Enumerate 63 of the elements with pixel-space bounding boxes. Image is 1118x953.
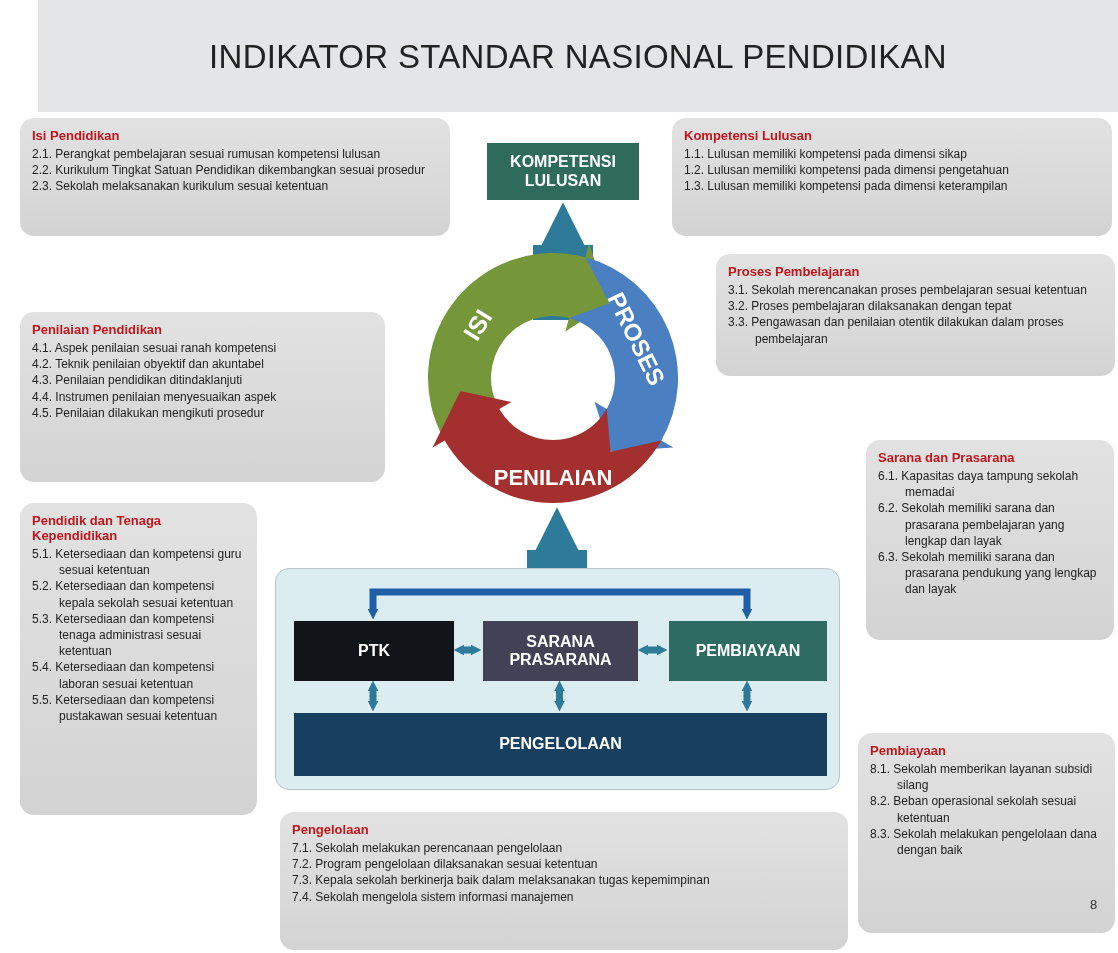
title: INDIKATOR STANDAR NASIONAL PENDIDIKAN — [208, 38, 948, 76]
panel-heading: Pendidik dan Tenaga Kependidikan — [32, 513, 163, 543]
double-arrow — [637, 644, 668, 656]
double-arrow — [741, 680, 753, 712]
category-box: SARANA PRASARANA — [483, 621, 638, 681]
list-item: 8.2. Beban operasional sekolah sesuai ketentuan — [870, 793, 1078, 826]
info-card — [858, 733, 1115, 933]
category-box: PENGELOLAAN — [294, 713, 827, 776]
info-card — [20, 118, 450, 236]
arrow — [527, 507, 587, 568]
info-card — [672, 118, 1112, 236]
list-item: 7.4. Sekolah mengelola sistem informasi manajemen — [292, 888, 575, 905]
panel-heading: Kompetensi Lulusan — [684, 128, 813, 143]
list-item: 2.2. Kurikulum Tingkat Satuan Pendidikan dikembangkan sesuai prosedur — [32, 162, 426, 179]
list-item: 5.3. Ketersediaan dan kompetensi tenaga administrasi sesuai ketentuan — [32, 610, 216, 660]
list-item: 8.3. Sekolah melakukan pengelolaan dana dengan baik — [870, 825, 1098, 859]
category-box: KOMPETENSI LULUSAN — [487, 143, 639, 200]
info-card — [20, 503, 257, 815]
page-number: 8 — [1090, 897, 1098, 912]
list-item: 6.1. Kapasitas daya tampung sekolah memadai — [878, 468, 1080, 501]
list-item: 2.1. Perangkat pembelajaran sesuai rumusan kompetensi lulusan — [32, 146, 382, 163]
list-item: 4.3. Penilaian pendidikan ditindaklanjuti — [32, 372, 244, 389]
panel-heading: Sarana dan Prasarana — [878, 450, 1016, 465]
list-item: 6.3. Sekolah memiliki sarana dan prasarana pendukung yang lengkap dan layak — [878, 548, 1098, 598]
list-item: 7.1. Sekolah melakukan perencanaan pengelolaan — [292, 840, 564, 857]
panel-heading: Pembiayaan — [870, 743, 947, 758]
list-item: 4.1. Aspek penilaian sesuai ranah kompetensi — [32, 340, 278, 357]
info-card — [866, 440, 1114, 640]
list-item: 4.4. Instrumen penilaian menyesuaikan aspek — [32, 388, 278, 405]
cycle-label: PENILAIAN — [493, 465, 613, 491]
list-item: 3.1. Sekolah merencanakan proses pembelajaran sesuai ketentuan — [728, 282, 1088, 299]
panel-heading: Proses Pembelajaran — [728, 264, 861, 279]
support-panel — [275, 568, 840, 790]
arrow — [533, 202, 593, 320]
category-box: PTK — [294, 621, 454, 681]
list-item: 6.2. Sekolah memiliki sarana dan prasarana pembelajaran yang lengkap dan layak — [878, 500, 1066, 549]
info-card — [20, 312, 385, 482]
list-item: 7.2. Program pengelolaan dilaksanakan sesuai ketentuan — [292, 856, 599, 873]
list-item: 3.2. Proses pembelajaran dilaksanakan dengan tepat — [728, 298, 1013, 315]
double-arrow — [453, 644, 482, 656]
list-item: 4.5. Penilaian dilakukan mengikuti prosedur — [32, 404, 266, 421]
category-box: PEMBIAYAAN — [669, 621, 827, 681]
list-item: 5.1. Ketersediaan dan kompetensi guru sesuai ketentuan — [32, 546, 243, 579]
list-item: 5.4. Ketersediaan dan kompetensi laboran sesuai ketentuan — [32, 659, 216, 692]
info-card — [716, 254, 1115, 376]
list-item: 1.1. Lulusan memiliki kompetensi pada dimensi sikap — [684, 146, 968, 163]
double-arrow — [367, 680, 379, 712]
list-item: 8.1. Sekolah memberikan layanan subsidi silang — [870, 761, 1094, 794]
double-arrow — [554, 680, 565, 712]
list-item: 7.3. Kepala sekolah berkinerja baik dalam melaksanakan tugas kepemimpinan — [292, 872, 711, 889]
list-item: 5.2. Ketersediaan dan kompetensi kepala sekolah sesuai ketentuan — [32, 578, 235, 611]
panel-heading: Pengelolaan — [292, 822, 370, 837]
list-item: 1.2. Lulusan memiliki kompetensi pada dimensi pengetahuan — [684, 162, 1010, 179]
info-card — [280, 812, 848, 950]
list-item: 5.5. Ketersediaan dan kompetensi pustakawan sesuai ketentuan — [32, 691, 219, 725]
cycle-label: ISI — [457, 304, 498, 346]
panel-heading: Isi Pendidikan — [32, 128, 121, 143]
panel-heading: Penilaian Pendidikan — [32, 322, 164, 337]
list-item: 1.3. Lulusan memiliki kompetensi pada dimensi keterampilan — [684, 178, 1009, 195]
list-item: 3.3. Pengawasan dan penilaian otentik dilakukan dalam proses pembelajaran — [728, 314, 1065, 347]
double-arrow — [367, 588, 753, 620]
list-item: 4.2. Teknik penilaian obyektif dan akuntabel — [32, 356, 265, 373]
list-item: 2.3. Sekolah melaksanakan kurikulum sesuai ketentuan — [32, 178, 330, 195]
